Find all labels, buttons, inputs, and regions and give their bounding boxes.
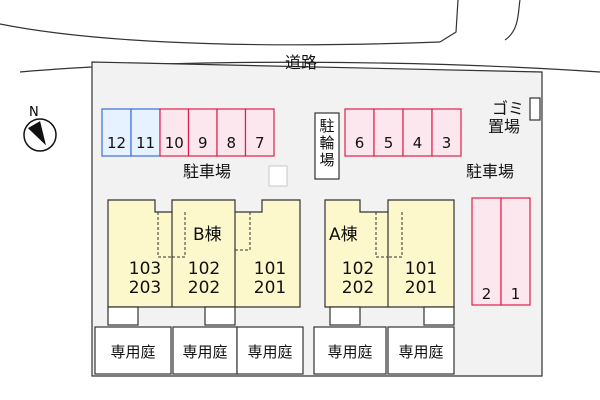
bicycle-parking-label: 駐 輪 場 (318, 118, 336, 169)
parking-row-blue: 12 11 (101, 108, 161, 157)
bicycle-label-char-2: 輪 (319, 134, 335, 152)
parking-slot-number-6: 6 (355, 134, 365, 152)
road-edge-upper-right (439, 0, 459, 43)
parking-slot-pink-10 (159, 108, 190, 157)
parking-slot-number-8: 8 (226, 134, 236, 152)
building-b-label: B棟 (193, 225, 222, 245)
garden-label-5: 専用庭 (398, 343, 444, 361)
garden-box-3 (236, 326, 304, 375)
entry-box-4 (423, 306, 455, 326)
unit-b-101: 101 201 (248, 260, 292, 298)
garden-box-1 (94, 326, 172, 375)
parking-slot-number-11: 11 (136, 134, 155, 152)
road-label: 道路 (285, 53, 318, 72)
garbage-label-line1: ゴミ (492, 99, 525, 118)
building-a-label: A棟 (329, 225, 358, 245)
parking-slot-pink-9 (187, 108, 218, 157)
building-a-stair-1 (375, 212, 388, 258)
building-b-stair-1 (157, 212, 172, 258)
garden-box-5 (387, 326, 455, 375)
garden-label-3: 専用庭 (247, 343, 293, 361)
parking-slot-number-9: 9 (198, 134, 208, 152)
unit-b-103: 103 203 (123, 260, 167, 298)
north-arrow-icon: N (23, 105, 57, 152)
garden-box-2 (172, 326, 238, 375)
parking-slot-number-2: 2 (482, 285, 492, 303)
bicycle-parking-area (314, 112, 340, 180)
entry-box-3 (329, 306, 361, 326)
garbage-bin-area (529, 97, 541, 121)
parking-slot-number-1: 1 (511, 285, 521, 303)
parking-slot-number-7: 7 (255, 134, 265, 152)
bicycle-label-char-3: 場 (319, 151, 335, 169)
parking-slot-pink-3 (431, 108, 462, 157)
building-a-stair-2 (388, 212, 403, 258)
garden-label-4: 専用庭 (327, 343, 373, 361)
garden-box-4 (313, 326, 387, 375)
parking-slot-blue-11 (130, 108, 161, 157)
parking-label-left: 駐車場 (183, 162, 232, 181)
parking-slot-pink-6 (344, 108, 375, 157)
unit-b-2-lower: 202 (187, 278, 221, 298)
garden-label-1: 専用庭 (110, 343, 156, 361)
garden-label-2: 専用庭 (182, 343, 228, 361)
road-edge-upper-right-2 (504, 0, 521, 41)
parking-slot-number-4: 4 (413, 134, 423, 152)
parking-slot-pink-4 (402, 108, 433, 157)
unit-a-1-upper: 102 (341, 259, 375, 279)
parking-slot-pink-7 (244, 108, 275, 157)
building-b-stair-2 (172, 212, 186, 258)
building-b-stair-3 (235, 212, 251, 251)
unit-b-2-upper: 102 (187, 259, 221, 279)
parking-row-pink-right: 6 5 4 3 (344, 108, 462, 157)
unit-a-2-lower: 201 (404, 278, 438, 298)
garbage-label-line2: 置場 (488, 117, 521, 136)
small-white-marker (268, 165, 288, 187)
parking-slot-number-3: 3 (442, 134, 452, 152)
unit-a-102: 102 202 (336, 260, 380, 298)
parking-slot-pink-8 (216, 108, 247, 157)
parking-slot-number-10: 10 (165, 134, 184, 152)
building-a-outline (324, 199, 455, 308)
entry-box-1 (107, 306, 139, 326)
unit-b-3-lower: 201 (253, 278, 287, 298)
unit-a-101: 101 201 (399, 260, 443, 298)
parking-slot-right-1 (500, 197, 531, 306)
parking-slot-number-12: 12 (107, 134, 126, 152)
bicycle-label-char-1: 駐 (319, 117, 335, 135)
parking-slot-pink-5 (373, 108, 404, 157)
parking-slot-right-2 (471, 197, 502, 306)
unit-b-1-upper: 103 (128, 259, 162, 279)
parking-slot-blue-12 (101, 108, 132, 157)
parking-label-right: 駐車場 (466, 162, 515, 181)
entry-box-2 (204, 306, 236, 326)
unit-b-1-lower: 203 (128, 278, 162, 298)
unit-b-3-upper: 101 (253, 259, 287, 279)
road-edge-upper (0, 23, 441, 46)
north-label: N (29, 105, 39, 120)
unit-b-102: 102 202 (182, 260, 226, 298)
unit-a-1-lower: 202 (341, 278, 375, 298)
parking-slot-number-5: 5 (384, 134, 394, 152)
unit-a-2-upper: 101 (404, 259, 438, 279)
